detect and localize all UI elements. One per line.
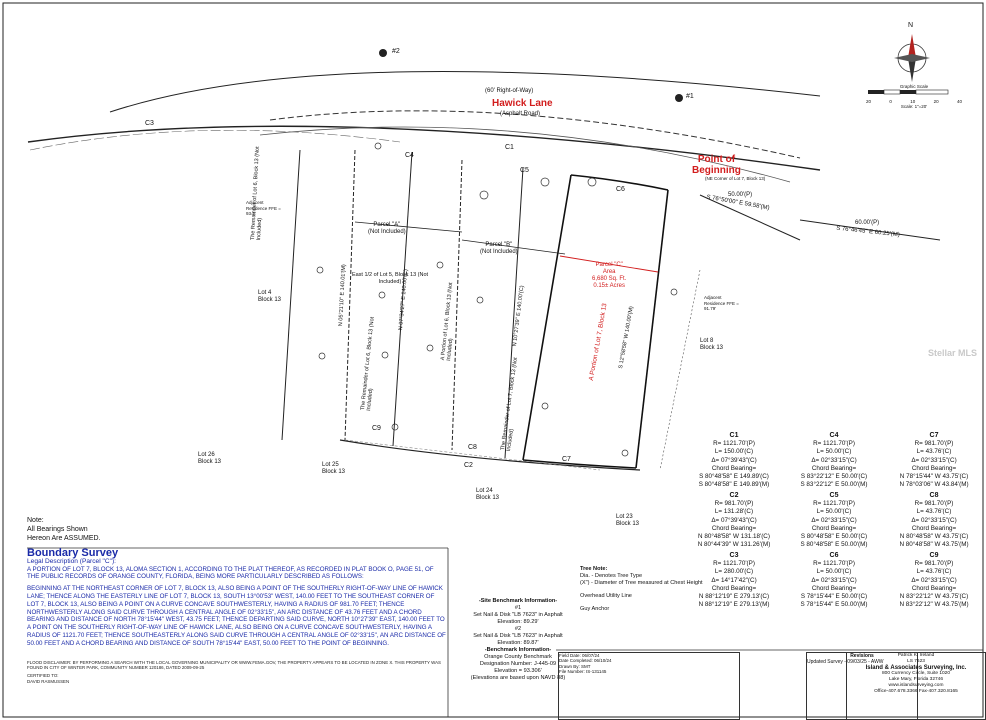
east-lot-line-3 <box>659 269 701 471</box>
point-of-beginning: Point of Beginning <box>692 154 741 176</box>
watermark: Stellar MLS <box>928 348 978 358</box>
lot-line-4 <box>451 159 463 451</box>
pob-note: (NE Corner of Lot 7, Block 13) <box>705 176 766 181</box>
right-of-way-line <box>269 110 801 159</box>
tree-notes: Tree Note: Dia. - Denotes Tree Type (X")… <box>580 566 703 612</box>
curve-c6: C6 R= 1121.70'(P)L= 50.00'(C)Δ= 02°33'15… <box>800 552 868 609</box>
overhead-utility-line <box>29 129 401 151</box>
lot-line-5 <box>504 167 524 459</box>
parcel-b-label: Parcel "B" (Not Included) <box>480 242 518 255</box>
curve-c3: C3 R= 1121.70'(P)L= 280.00'(C)Δ= 14°17'4… <box>698 552 770 609</box>
east-lot-line <box>699 194 801 241</box>
certified-to: CERTIFIED TO: <box>27 673 59 679</box>
north-arrow <box>894 34 930 82</box>
lot-line-3 <box>392 151 413 447</box>
parcel-c-red-line <box>559 255 659 273</box>
bm2-symbol <box>379 49 387 57</box>
footer-project-info: Field Date: 06/07/24 Date Completed: 06/… <box>558 652 740 720</box>
asphalt-edge <box>259 126 791 183</box>
legal-text: A PORTION OF LOT 7, BLOCK 13, ALOMA SECT… <box>27 565 434 581</box>
curve-label-c2: C2 <box>464 462 473 469</box>
scale-label: Scale: 1"=20' <box>900 104 928 109</box>
curve-c1: C1 R= 1121.70'(P)L= 150.00'(C)Δ= 07°39'4… <box>698 432 770 489</box>
parcel-c-label: Parcel "C" Area 6,680 Sq. Ft. 0.15± Acre… <box>592 262 627 289</box>
tree-symbols <box>316 142 678 457</box>
benchmark-info: -Site Benchmark Information- #1 Set Nail… <box>470 598 566 681</box>
boundary-survey-block: Boundary Survey Legal Description (Parce… <box>27 547 447 720</box>
parcel-c-north <box>570 174 669 191</box>
curve-c5: C5 R= 1121.70'(P)L= 50.00'(C)Δ= 02°33'15… <box>800 492 868 549</box>
road-edge-south <box>27 125 821 171</box>
street-row: (60' Right-of-Way) <box>485 88 534 94</box>
scale-ticks: 20 0 10 20 40 <box>866 99 962 104</box>
street-name: Hawick Lane <box>492 98 553 109</box>
curve-c7: C7 R= 981.70'(P)L= 43.76'(C)Δ= 02°33'15"… <box>899 432 969 489</box>
curve-label-c5: C5 <box>520 167 529 174</box>
curve-table: C1 R= 1121.70'(P)L= 150.00'(C)Δ= 07°39'4… <box>684 432 984 608</box>
east-lot-line-2 <box>799 219 941 241</box>
graphic-scale: Graphic Scale 20 0 10 20 40 Scale: 1"=20… <box>866 84 962 110</box>
fence-line <box>344 439 601 471</box>
parcel-b-line <box>461 239 566 255</box>
legal-body: BEGINNING AT THE NORTHEAST CORNER OF LOT… <box>27 585 446 647</box>
adjacent-residence-right: Adjacent Residence FFE = 91.79' <box>704 295 739 311</box>
bm1-symbol <box>675 94 683 102</box>
boundary-title: Boundary Survey <box>27 547 119 559</box>
bearing-top1: 60.00'(P) <box>855 220 880 226</box>
curve-c8: C8 R= 981.70'(P)L= 43.76'(C)Δ= 02°33'15"… <box>899 492 969 549</box>
parcel-a-line <box>354 221 463 233</box>
parcel-c-east <box>635 189 669 469</box>
bearing-top4: 50.00'(P) <box>728 192 753 198</box>
curve-c9: C9 R= 981.70'(P)L= 43.76'(C)Δ= 02°33'15"… <box>899 552 969 609</box>
east-half-lot5-text: East 1/2 of Lot 5, Block 13 (Not Include… <box>351 272 429 285</box>
parcel-a-label: Parcel "A" (Not Included) <box>368 222 406 235</box>
curve-c4: C4 R= 1121.70'(P)L= 50.00'(C)Δ= 02°33'15… <box>800 432 868 489</box>
curve-label-c4: C4 <box>405 152 414 159</box>
curve-label-c3: C3 <box>145 120 154 127</box>
compass-n: N <box>908 22 914 29</box>
footer-company: Patrick K. Ireland LS 7623 Island & Asso… <box>846 652 986 720</box>
scale-title: Graphic Scale <box>899 84 929 89</box>
lot-line-2 <box>344 149 356 441</box>
street-surface: (Asphalt Road) <box>500 111 541 117</box>
curve-label-c8: C8 <box>468 444 477 451</box>
curve-label-c7: C7 <box>562 456 571 463</box>
notes: Note: All Bearings Shown Hereon Are ASSU… <box>27 517 101 542</box>
bm2-label: #2 <box>392 48 400 55</box>
bm1-label: #1 <box>686 93 694 100</box>
parcel-c-south <box>522 459 637 469</box>
curve-label-c9: C9 <box>372 425 381 432</box>
curve-label-c1: C1 <box>505 144 514 151</box>
graphic-scale-bar <box>868 89 949 95</box>
adjacent-residence-left: Adjacent Residence FFE = 93.2' <box>246 200 281 216</box>
legal-heading: Legal Description (Parcel "C"): <box>27 557 116 565</box>
road-edge-north <box>109 71 821 113</box>
curve-c2: C2 R= 981.70'(P)L= 131.28'(C)Δ= 07°39'43… <box>697 492 771 549</box>
curve-label-c6: C6 <box>616 186 625 193</box>
rear-line <box>339 439 641 471</box>
flood-disclaimer: FLOOD DISCLAIMER: BY PERFORMING A SEARCH… <box>27 659 441 670</box>
lot-line-west <box>281 149 301 441</box>
parcel-c-west <box>522 174 572 461</box>
certified-name: DAVID RASMUSSEN <box>27 678 70 684</box>
